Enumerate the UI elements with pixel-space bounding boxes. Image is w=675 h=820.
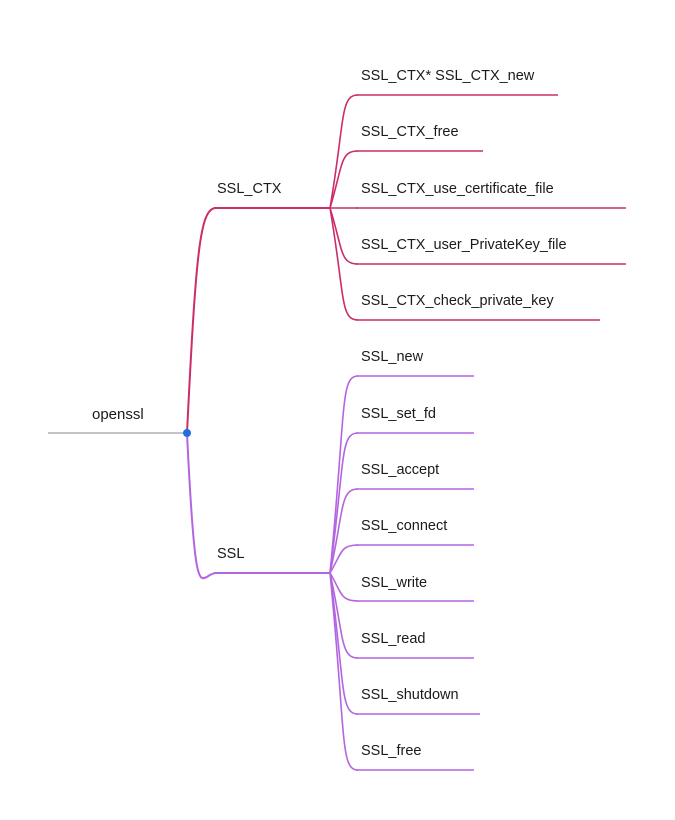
leaf-label: SSL_free [361,743,421,759]
connector [329,207,359,321]
child-ssl-ctx-check-private-key[interactable]: SSL_CTX_check_private_key [329,207,600,321]
child-ssl-connect[interactable]: SSL_connect [329,518,474,574]
leaf-label: SSL_connect [361,518,447,534]
leaf-label: SSL_CTX_user_PrivateKey_file [361,237,567,253]
child-ssl-accept[interactable]: SSL_accept [329,462,474,574]
connector [329,488,359,574]
child-ssl-free[interactable]: SSL_free [329,572,474,771]
branch-ssl[interactable]: SSL [214,546,330,574]
branch-ssl-ctx[interactable]: SSL_CTX [214,181,330,209]
root-node[interactable]: openssl [48,406,187,434]
root-label: openssl [92,406,144,423]
leaf-label: SSL_new [361,349,424,365]
child-ssl-shutdown[interactable]: SSL_shutdown [329,572,480,715]
leaf-label: SSL_accept [361,462,439,478]
child-ssl-new[interactable]: SSL_new [329,349,474,574]
leaf-label: SSL_CTX_use_certificate_file [361,181,554,197]
leaf-label: SSL_set_fd [361,406,436,422]
child-ssl-ctx-use-certificate-file[interactable]: SSL_CTX_use_certificate_file [330,181,626,209]
child-ssl-write[interactable]: SSL_write [329,572,474,602]
child-ssl-ctx-new[interactable]: SSL_CTX* SSL_CTX_new [329,68,558,209]
connector [329,572,359,602]
connector [329,544,359,574]
connector [329,572,359,715]
leaf-label: SSL_read [361,631,426,647]
connector [329,572,359,771]
leaf-label: SSL_write [361,575,427,591]
child-ssl-ctx-user-privatekey-file[interactable]: SSL_CTX_user_PrivateKey_file [329,207,626,265]
child-ssl-read[interactable]: SSL_read [329,572,474,659]
connector [329,572,359,659]
connector [329,207,359,265]
child-ssl-set-fd[interactable]: SSL_set_fd [329,406,474,574]
child-ssl-ctx-free[interactable]: SSL_CTX_free [329,124,483,209]
connector [329,150,359,209]
connector-root-ssl [186,432,217,580]
root-junction-dot[interactable] [183,429,191,437]
leaf-label: SSL_CTX* SSL_CTX_new [361,68,535,84]
connector [329,94,359,209]
connector-root-ssl-ctx [186,207,217,434]
leaf-label: SSL_CTX_check_private_key [361,293,554,309]
branch-label-ssl-ctx: SSL_CTX [217,181,282,197]
leaf-label: SSL_CTX_free [361,124,459,140]
branch-label-ssl: SSL [217,546,244,562]
leaf-label: SSL_shutdown [361,687,459,703]
connector [329,432,359,574]
connector [329,375,359,574]
